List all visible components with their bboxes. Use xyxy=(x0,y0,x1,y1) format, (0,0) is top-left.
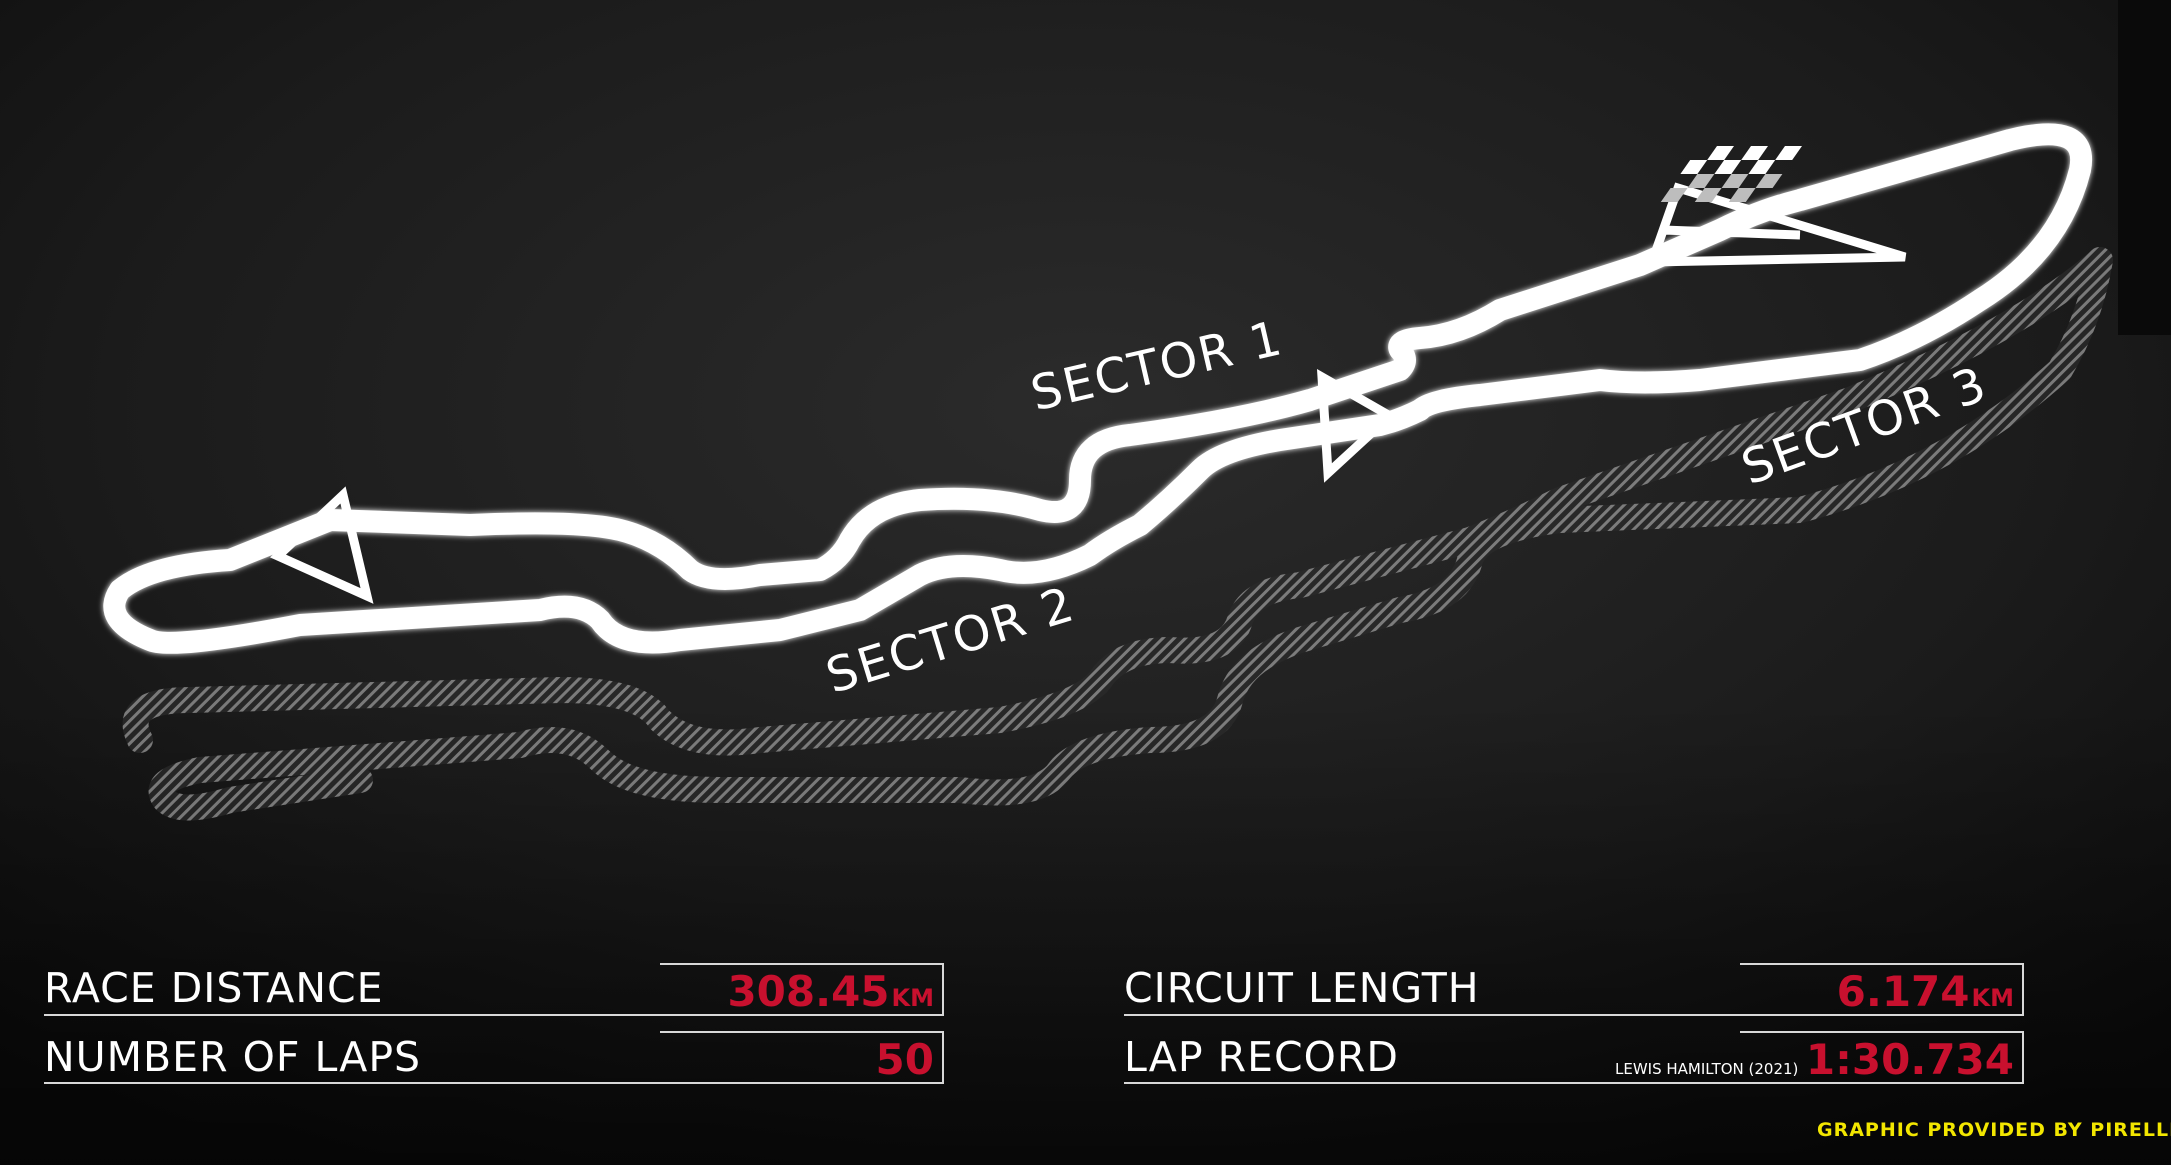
direction-arrow-icon xyxy=(269,182,1907,604)
track-shadow xyxy=(122,247,2113,821)
circuit-length-unit: KM xyxy=(1971,984,2014,1012)
circuit-length-number: 6.174 xyxy=(1836,967,1970,1016)
number-of-laps-value: 50 xyxy=(875,1035,934,1084)
circuit-length-value: 6.174KM xyxy=(1720,971,2014,1013)
track-outline xyxy=(103,123,2093,654)
lap-record-value: 1:30.734 xyxy=(1805,1035,2014,1084)
circuit-length-label: CIRCUIT LENGTH xyxy=(1124,964,1480,1012)
chequered-flag-icon xyxy=(1660,146,1802,202)
number-of-laps-label: NUMBER OF LAPS xyxy=(44,1033,422,1081)
race-distance-label: RACE DISTANCE xyxy=(44,964,384,1012)
right-edge-strip xyxy=(2118,0,2171,335)
race-distance-value: 308.45KM xyxy=(640,971,934,1013)
race-distance-unit: KM xyxy=(891,984,934,1012)
race-distance-number: 308.45 xyxy=(727,967,890,1016)
lap-record-holder: LEWIS HAMILTON (2021) xyxy=(1615,1060,1799,1078)
lap-record-label: LAP RECORD xyxy=(1124,1033,1399,1081)
credit-text: GRAPHIC PROVIDED BY PIRELLI xyxy=(1817,1119,2171,1141)
